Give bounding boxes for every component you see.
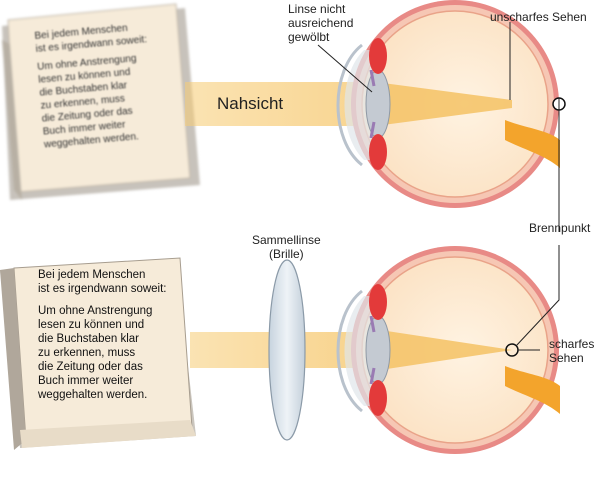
focal-point-label: Brennpunkt (529, 221, 591, 235)
book-top-text: Bei jedem Menschen ist es irgendwann sow… (34, 22, 148, 151)
book-bottom (0, 257, 196, 450)
book-bottom-text: Bei jedem Menschen ist es irgendwann sow… (38, 269, 167, 401)
converging-lens-label: Sammellinse (Brille) (252, 233, 321, 261)
eye-top (336, 0, 560, 208)
blurry-vision-label: unscharfes Sehen (490, 10, 587, 24)
book-top-blurred (2, 3, 200, 200)
sharp-vision-label: scharfes Sehen (549, 337, 595, 365)
eye-bottom (336, 246, 560, 454)
converging-lens (268, 259, 306, 441)
lens-not-curved-label: Linse nicht ausreichend gewölbt (288, 2, 354, 44)
leader-lines (317, 22, 560, 351)
near-sight-label: Nahsicht (217, 94, 284, 113)
